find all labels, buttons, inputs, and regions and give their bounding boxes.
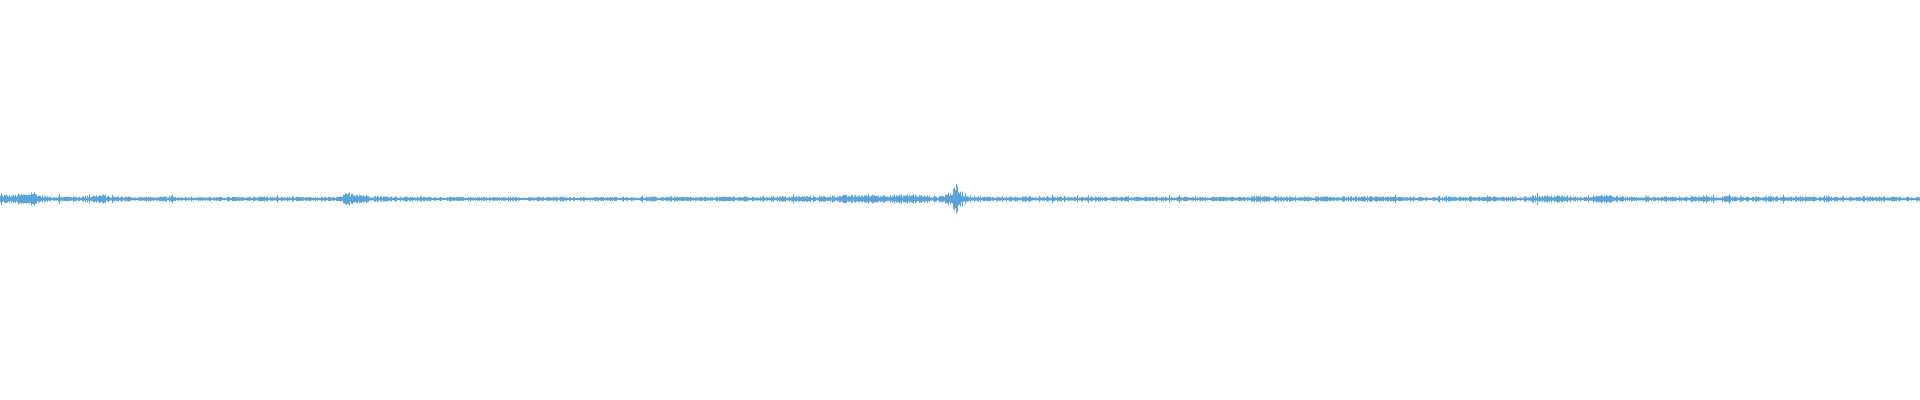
waveform-trace — [0, 184, 1920, 214]
